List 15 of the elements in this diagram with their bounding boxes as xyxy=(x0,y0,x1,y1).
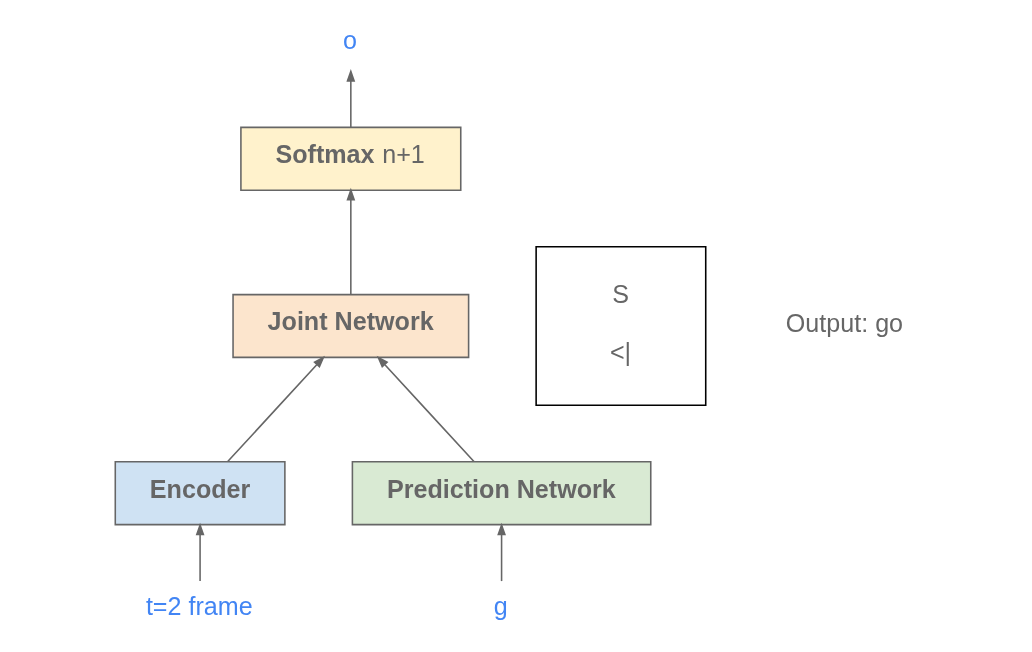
node-text: t=2 frame xyxy=(145,592,253,621)
node-text: g xyxy=(493,592,508,621)
node-text: o xyxy=(342,25,357,54)
node-box: Prediction Network xyxy=(351,461,652,526)
arrow xyxy=(376,355,475,463)
node-box: S <| xyxy=(534,245,706,407)
node-box: Softmax n+1 xyxy=(239,126,462,191)
node-box: Encoder xyxy=(114,461,286,526)
arrow xyxy=(195,522,204,582)
label: Output: go xyxy=(785,308,903,337)
arrow xyxy=(345,69,355,128)
arrow xyxy=(496,522,506,582)
arrow xyxy=(345,187,355,296)
node-box: Joint Network xyxy=(231,293,469,359)
arrow xyxy=(226,355,325,463)
